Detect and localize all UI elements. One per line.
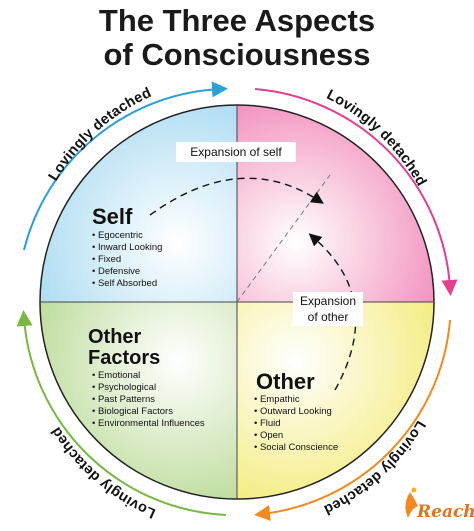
other-factors-title-2: Factors: [88, 347, 160, 369]
expansion-of-self-bg: [176, 142, 296, 162]
top-left-arrow: [23, 81, 228, 251]
other-title: Other: [256, 369, 315, 394]
self-title: Self: [92, 204, 133, 229]
title-line-1: The Three Aspects: [98, 3, 376, 38]
other-factors-bullet-0: • Emotional: [92, 370, 140, 381]
other-bullet-4: • Social Conscience: [254, 442, 338, 453]
other-quadrant: [237, 302, 434, 499]
other-bullet-2: • Fluid: [254, 418, 281, 429]
flame-figure-icon: [405, 487, 418, 518]
other-factors-bullet-4: • Environmental Influences: [92, 418, 205, 429]
other-factors-quadrant: [40, 302, 237, 499]
expansion-of-other-label-2: of other: [308, 310, 349, 324]
expansion-of-other-bg: [293, 292, 363, 326]
other-bullet-1: • Outward Looking: [254, 406, 332, 417]
expansion-of-self-arrow: [149, 177, 324, 216]
page-title: The Three Aspects of Consciousness: [0, 4, 474, 72]
expansion-of-other-label-1: Expansion: [300, 294, 356, 308]
other-factors-bullet-1: • Psychological: [92, 382, 156, 393]
self-bullet-2: • Fixed: [92, 254, 121, 265]
bottom-left-arrow: [16, 310, 227, 516]
reach-logo: Reach: [405, 487, 474, 522]
logo-text: Reach: [416, 502, 474, 522]
top-right-arrow: [254, 88, 458, 296]
expansion-of-self-label: Expansion of self: [190, 145, 282, 159]
self-bullet-1: • Inward Looking: [92, 242, 162, 253]
other-bullets: • Empathic • Outward Looking • Fluid • O…: [254, 394, 338, 453]
top-right-quadrant: [237, 105, 434, 302]
title-line-2: of Consciousness: [103, 37, 371, 72]
other-factors-bullets: • Emotional • Psychological • Past Patte…: [92, 370, 205, 429]
bottom-right-arrow: [254, 319, 451, 522]
other-factors-bullet-3: • Biological Factors: [92, 406, 173, 417]
self-bullet-4: • Self Absorbed: [92, 278, 157, 289]
self-bullets: • Egocentric • Inward Looking • Fixed • …: [92, 230, 162, 289]
other-factors-title-1: Other: [88, 326, 142, 348]
self-bullet-3: • Defensive: [92, 266, 140, 277]
self-bullet-0: • Egocentric: [92, 230, 143, 241]
other-bullet-0: • Empathic: [254, 394, 300, 405]
other-bullet-3: • Open: [254, 430, 283, 441]
other-factors-bullet-2: • Past Patterns: [92, 394, 155, 405]
